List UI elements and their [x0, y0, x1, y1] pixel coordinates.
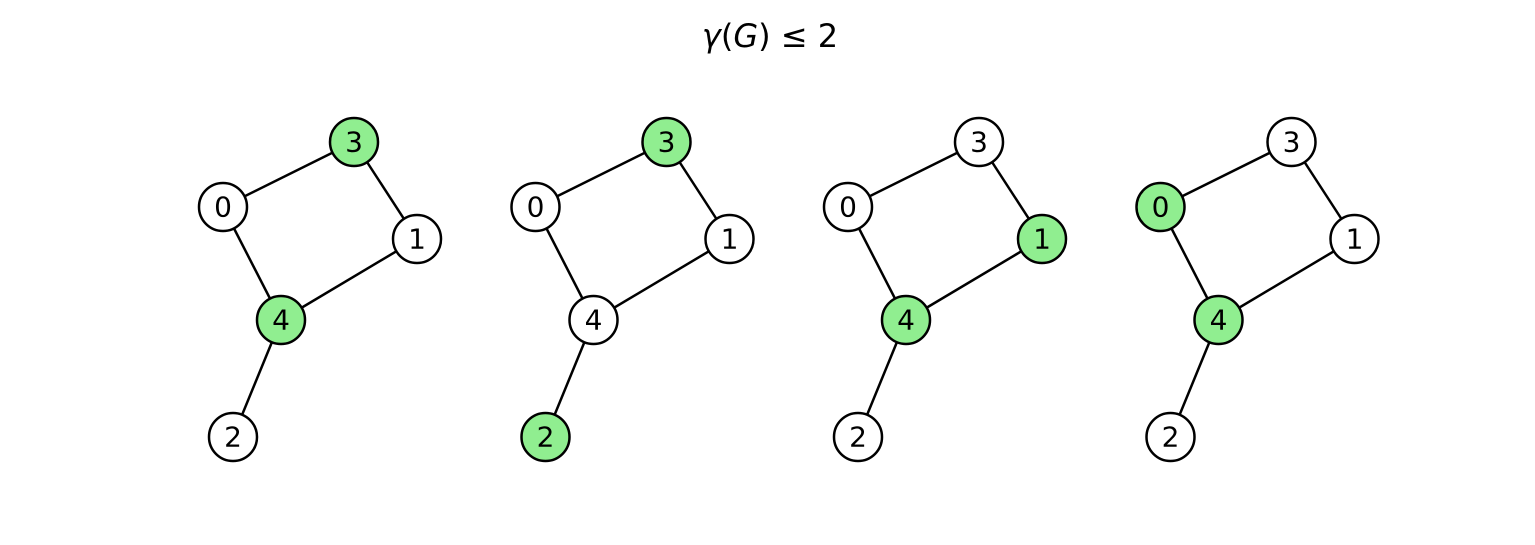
node-1: 1 [704, 213, 755, 265]
node-label: 4 [1210, 304, 1228, 337]
edge-1-4 [592, 237, 731, 322]
node-circle-dominating [255, 294, 307, 346]
node-label: 3 [658, 126, 676, 159]
node-label: 1 [1346, 223, 1364, 256]
node-label: 1 [721, 223, 739, 256]
node-circle [704, 213, 755, 265]
node-label: 1 [408, 223, 426, 256]
node-label: 4 [897, 304, 915, 337]
node-circle [953, 116, 1005, 168]
node-3: 3 [953, 116, 1005, 168]
node-label: 4 [585, 304, 603, 337]
node-label: 3 [970, 126, 988, 159]
node-1: 1 [1329, 213, 1380, 265]
node-circle-dominating [328, 116, 380, 168]
title-gamma: γ [702, 17, 723, 55]
node-circle [510, 181, 561, 233]
node-label: 2 [1162, 421, 1180, 454]
node-0: 0 [822, 181, 874, 233]
graph-panels: 0 1 2 3 4 0 1 2 3 4 0 1 2 3 4 0 1 2 3 4 [197, 116, 1380, 463]
title-open-paren: ( [721, 17, 733, 55]
edge-1-4 [280, 237, 418, 322]
node-circle-dominating [641, 116, 692, 168]
graph-panel-1: 0 1 2 3 4 [197, 116, 443, 463]
node-circle-dominating [1135, 181, 1186, 233]
node-2: 2 [207, 411, 259, 463]
node-circle [391, 213, 443, 265]
graph-panel-4: 0 1 2 3 4 [1135, 116, 1380, 463]
node-4: 4 [880, 294, 932, 346]
node-2: 2 [1145, 411, 1196, 463]
node-circle [1145, 411, 1196, 463]
node-0: 0 [1135, 181, 1186, 233]
node-circle-dominating [1016, 213, 1068, 265]
node-2: 2 [832, 411, 884, 463]
node-circle [207, 411, 259, 463]
node-circle-dominating [880, 294, 932, 346]
node-circle [1266, 116, 1317, 168]
node-1: 1 [391, 213, 443, 265]
node-4: 4 [568, 294, 619, 346]
node-3: 3 [328, 116, 380, 168]
node-label: 3 [1283, 126, 1301, 159]
node-3: 3 [641, 116, 692, 168]
node-circle-dominating [1193, 294, 1244, 346]
graph-panel-3: 0 1 2 3 4 [822, 116, 1068, 463]
node-3: 3 [1266, 116, 1317, 168]
node-circle [568, 294, 619, 346]
node-label: 2 [849, 421, 867, 454]
graph-panel-2: 0 1 2 3 4 [510, 116, 755, 463]
node-label: 0 [214, 191, 232, 224]
node-circle [1329, 213, 1380, 265]
node-label: 0 [527, 191, 545, 224]
node-2: 2 [520, 411, 571, 463]
edge-1-4 [1217, 237, 1356, 322]
node-1: 1 [1016, 213, 1068, 265]
edge-1-4 [905, 237, 1043, 322]
node-0: 0 [510, 181, 561, 233]
node-label: 3 [345, 126, 363, 159]
node-circle [822, 181, 874, 233]
node-label: 2 [224, 421, 242, 454]
node-circle [832, 411, 884, 463]
title-relation: ) ≤ 2 [758, 17, 838, 55]
node-label: 0 [839, 191, 857, 224]
node-circle-dominating [520, 411, 571, 463]
node-4: 4 [1193, 294, 1244, 346]
node-label: 0 [1152, 191, 1170, 224]
figure-title: γ(G) ≤ 2 [702, 17, 838, 55]
node-4: 4 [255, 294, 307, 346]
node-label: 4 [272, 304, 290, 337]
node-label: 2 [537, 421, 555, 454]
title-graph-symbol: G [733, 17, 758, 55]
node-0: 0 [197, 181, 249, 233]
node-circle [197, 181, 249, 233]
node-label: 1 [1033, 223, 1051, 256]
